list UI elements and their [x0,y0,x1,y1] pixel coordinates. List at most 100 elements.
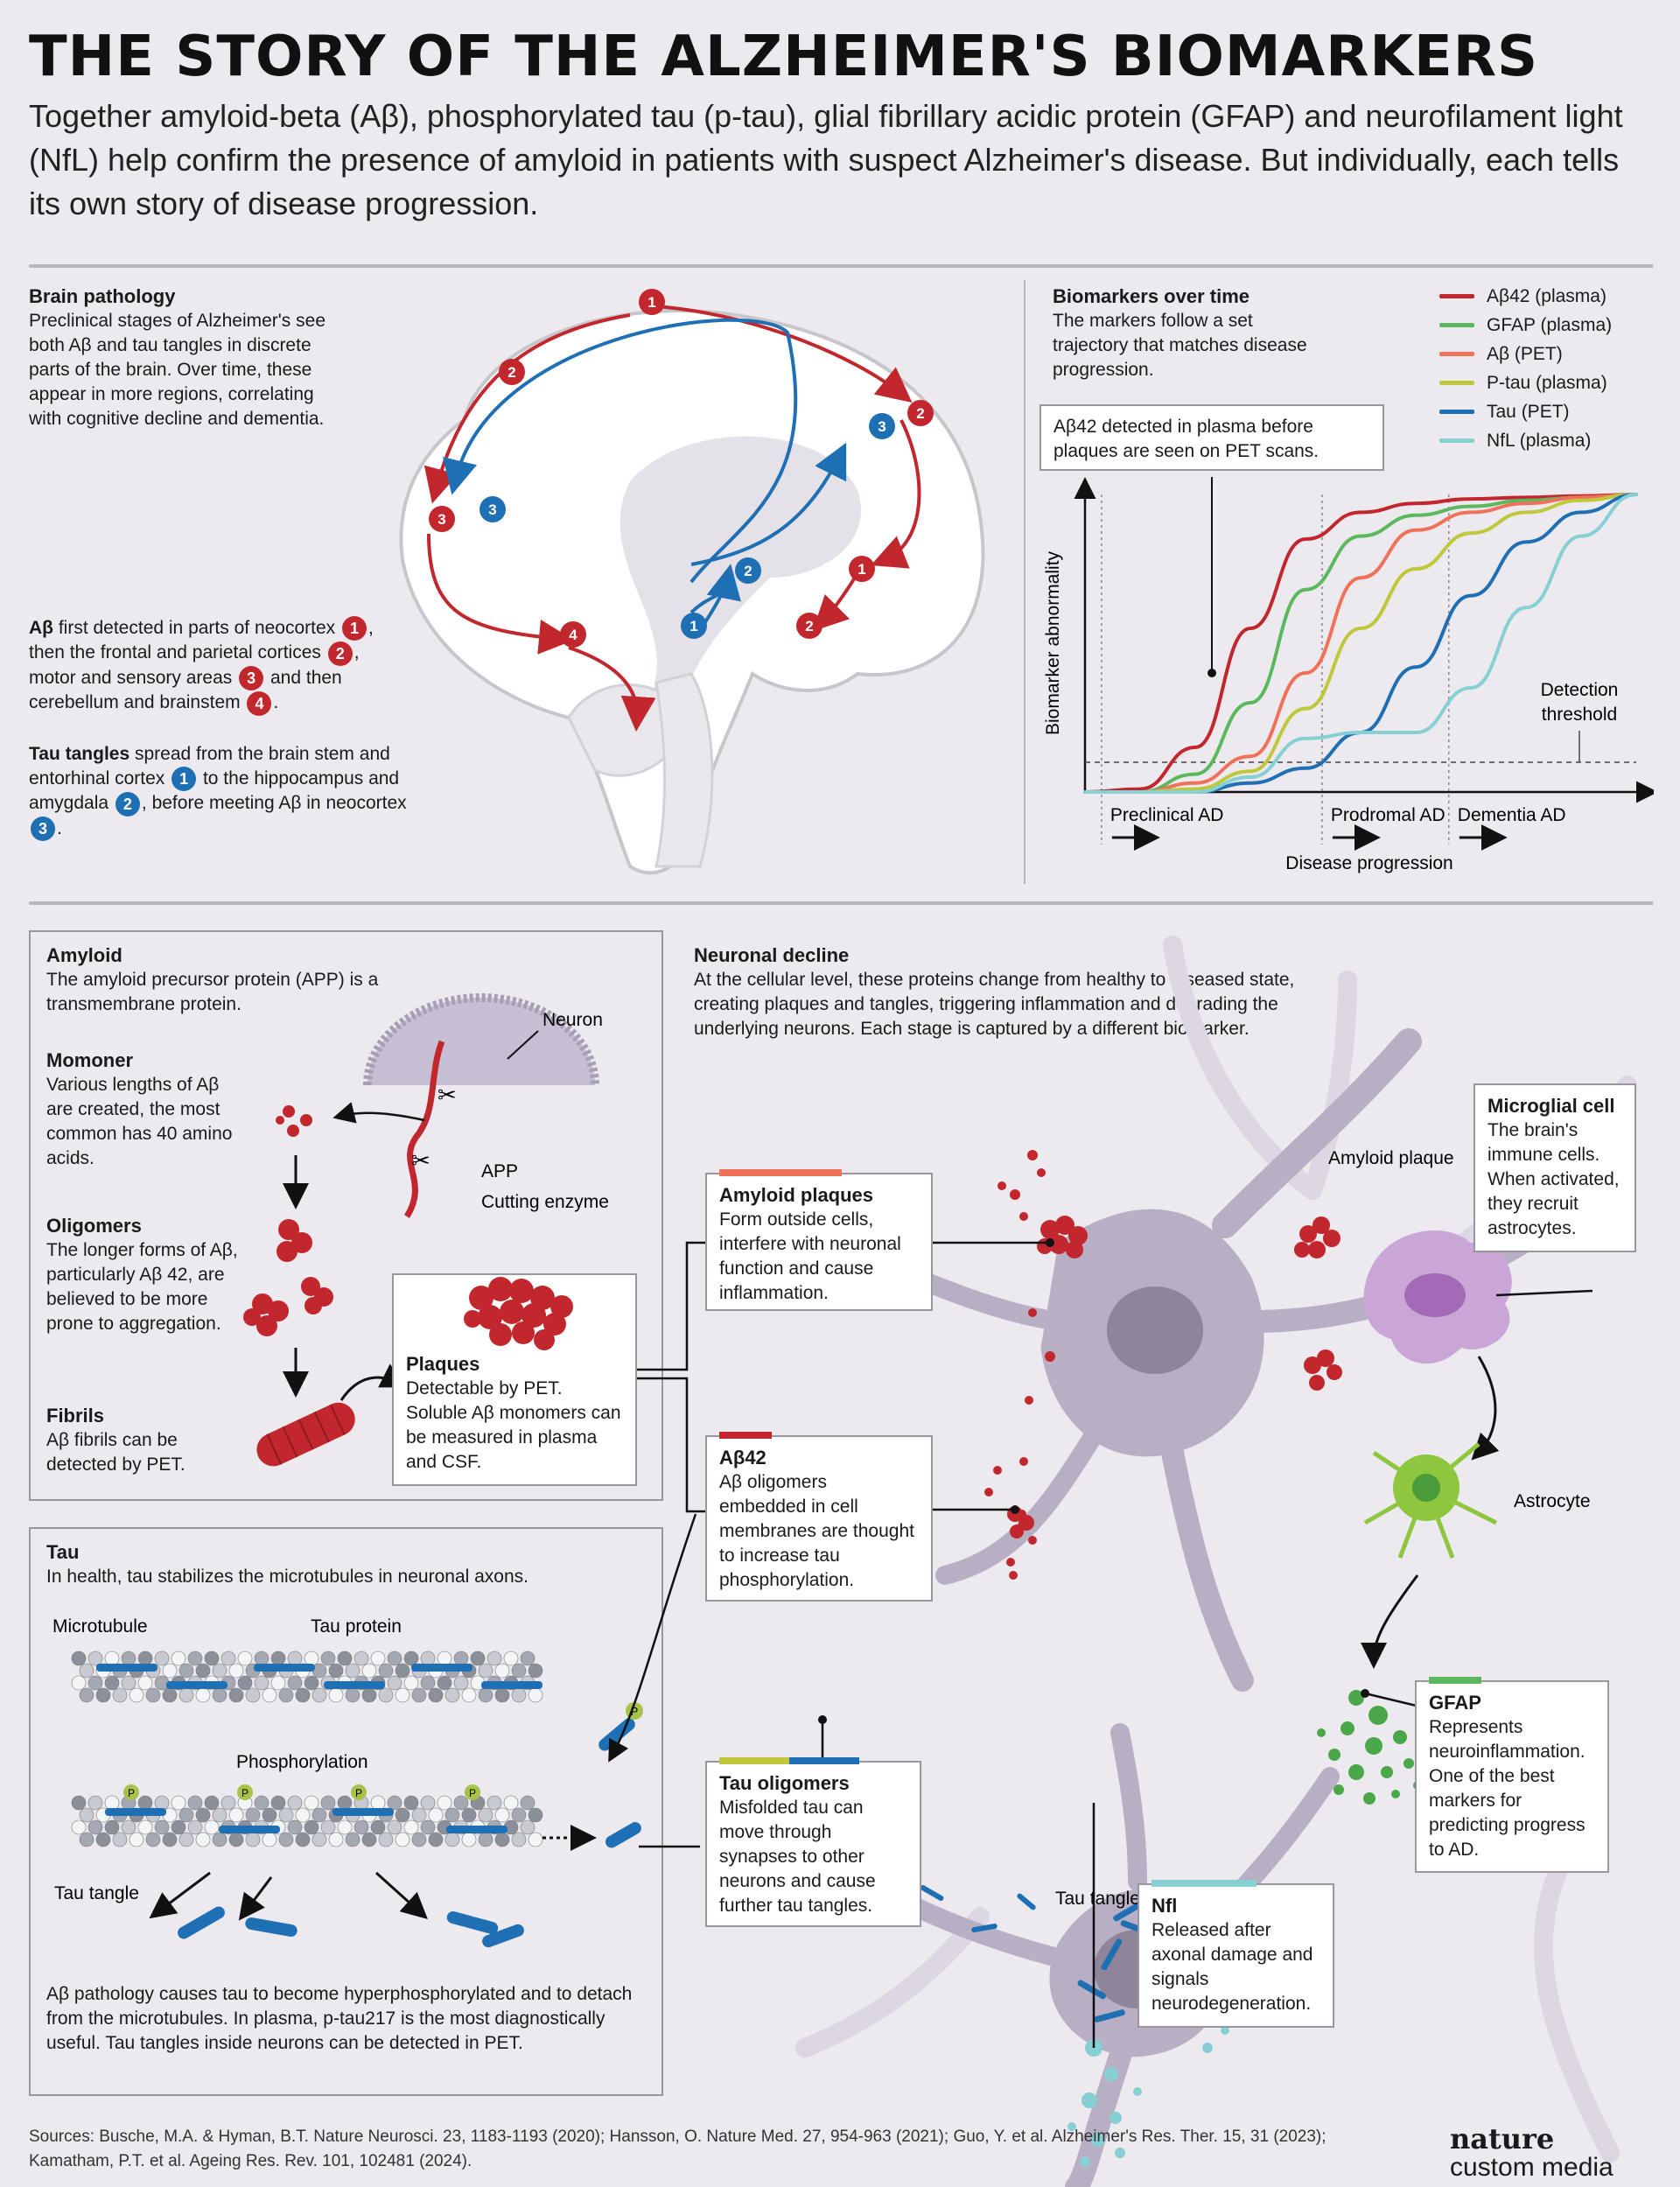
amyloid-plaques-box: Amyloid plaques Form outside cells, inte… [705,1169,933,1311]
gfap-tag [1429,1677,1481,1684]
tau-title: Tau [46,1541,80,1563]
amyloid-title: Amyloid [46,944,122,966]
ab42-box: Aβ42 Aβ oligomers embedded in cell membr… [705,1432,933,1602]
fibril [256,1402,355,1467]
tau-illustration: Microtubule Tau protein Phosphorylation … [52,1616,643,1948]
badge-red-2: 2 [327,641,353,666]
gfap-title: GFAP [1429,1692,1481,1714]
ab-part-3: , motor and sensory areas [29,642,360,688]
amyloid-plaques-text: Form outside cells, interfere with neuro… [719,1209,901,1303]
legend-swatch [1439,381,1474,385]
svg-text:4: 4 [569,627,578,643]
neuronal-intro: Neuronal decline At the cellular level, … [694,943,1359,1041]
brand-nature: nature [1450,2122,1555,2155]
tau-oligomers-text: Misfolded tau can move through synapses … [719,1798,876,1916]
x-axis-label: Disease progression [1285,853,1452,873]
ab-part-2: , then the frontal and parietal cortices [29,618,374,663]
brain-badge-red-2a: 2 [499,359,525,385]
plaques-box: Plaques Detectable by PET. Soluble Aβ mo… [392,1273,637,1486]
amyloid-plaque-label: Amyloid plaque [1328,1148,1454,1168]
microglial-title: Microglial cell [1488,1095,1615,1117]
svg-text:2: 2 [508,364,515,381]
plasma-callout: Aβ42 detected in plasma before plaques a… [1040,404,1384,471]
badge-blue-1: 1 [172,767,197,792]
microglia-plaques [1294,1216,1342,1391]
brain-badge-red-2b: 2 [907,400,934,426]
gfap-box: GFAP Represents neuroinflammation. One o… [1415,1677,1609,1873]
sources: Sources: Busche, M.A. & Hyman, B.T. Natu… [29,2127,1326,2170]
brand-custom-media: custom media [1450,2153,1614,2182]
legend-swatch [1439,410,1474,414]
neuron-dome [368,998,595,1085]
tau-protein-label: Tau protein [311,1616,402,1637]
svg-text:1: 1 [858,561,865,578]
brain-badge-red-1b: 1 [849,556,875,582]
brand-logo: nature custom media [1450,2125,1614,2183]
nfl-dots [1068,2017,1229,2167]
tau-tangle-label: Tau tangle [54,1883,139,1903]
ab42-tag [719,1432,772,1439]
amyloid-plaques-tag [719,1169,842,1176]
app-protein [403,1040,445,1218]
svg-text:P: P [469,1787,476,1799]
legend-item: Tau (PET) [1439,397,1649,426]
brain-pathology-text: Preclinical stages of Alzheimer's see bo… [29,311,326,429]
svg-text:2: 2 [916,405,924,422]
brain-badge-red-3: 3 [429,506,455,532]
brain-badge-blue-3a: 3 [480,496,506,522]
legend-label: GFAP (plasma) [1487,314,1613,335]
brain-badge-blue-1: 1 [681,613,707,639]
legend-label: P-tau (plasma) [1487,372,1607,393]
amyloid-plaque-neuron [998,1150,1088,1580]
badge-blue-3: 3 [31,817,55,842]
enzyme-label: Cutting enzyme [481,1192,609,1212]
tau-part-2: to the hippocampus and amygdala [29,768,400,814]
nfl-tag [1152,1880,1256,1887]
brain-illustration: 1 2 2 3 4 1 2 3 3 2 1 [399,289,985,875]
connector-dots [818,1238,1369,1724]
tau-tangle-fragments [178,1718,641,1948]
brain-pathology-title: Brain pathology [29,285,176,307]
series-line [1083,493,1638,794]
brain-badge-red-1a: 1 [639,289,665,315]
legend-label: Tau (PET) [1487,401,1570,422]
badge-red-3: 3 [239,666,264,691]
ab-part-4: and then cerebellum and brainstem [29,667,342,713]
page-title: THE STORY OF THE ALZHEIMER'S BIOMARKERS [29,25,1539,89]
plaques-title: Plaques [406,1353,480,1375]
biomarkers-intro: Biomarkers over time The markers follow … [1053,284,1333,382]
legend-label: Aβ42 (plasma) [1487,285,1606,306]
brain-badge-red-2c: 2 [796,613,822,639]
nfl-text: Released after axonal damage and signals… [1152,1920,1313,2014]
badge-red-1: 1 [342,616,368,641]
stage-label: Prodromal AD [1331,805,1446,825]
legend-item: Aβ42 (plasma) [1439,282,1649,311]
plaques-text: Detectable by PET. Soluble Aβ monomers c… [406,1378,621,1472]
legend-swatch [1439,352,1474,356]
legend-item: Aβ (PET) [1439,340,1649,368]
legend-item: NfL (plasma) [1439,426,1649,455]
microglia-nucleus [1404,1273,1466,1317]
plasma-callout-text: Aβ42 detected in plasma before plaques a… [1054,417,1320,461]
amyloid-text: The amyloid precursor protein (APP) is a… [46,970,379,1014]
brainstem [654,672,714,868]
microtubule-label: Microtubule [52,1616,148,1637]
badge-red-4: 4 [247,690,272,716]
fibril-block: Fibrils Aβ fibrils can be detected by PE… [46,1404,221,1477]
svg-text:3: 3 [878,418,886,435]
series-line [1083,493,1638,794]
tau-connector [608,1513,700,1848]
brain-pathology-intro: Brain pathology Preclinical stages of Al… [29,284,326,431]
svg-text:1: 1 [648,294,655,311]
tau-spread-text: Tau tangles spread from the brain stem a… [29,742,414,842]
brain-badge-blue-2: 2 [735,557,761,584]
microglial-text: The brain's immune cells. When activated… [1488,1120,1620,1238]
series-line [1083,493,1638,794]
badge-blue-2: 2 [115,791,140,817]
neuron-label: Neuron [542,1010,603,1030]
biomarkers-title: Biomarkers over time [1053,285,1250,307]
chart-legend: Aβ42 (plasma) GFAP (plasma) Aβ (PET) P-tau … [1439,282,1649,455]
